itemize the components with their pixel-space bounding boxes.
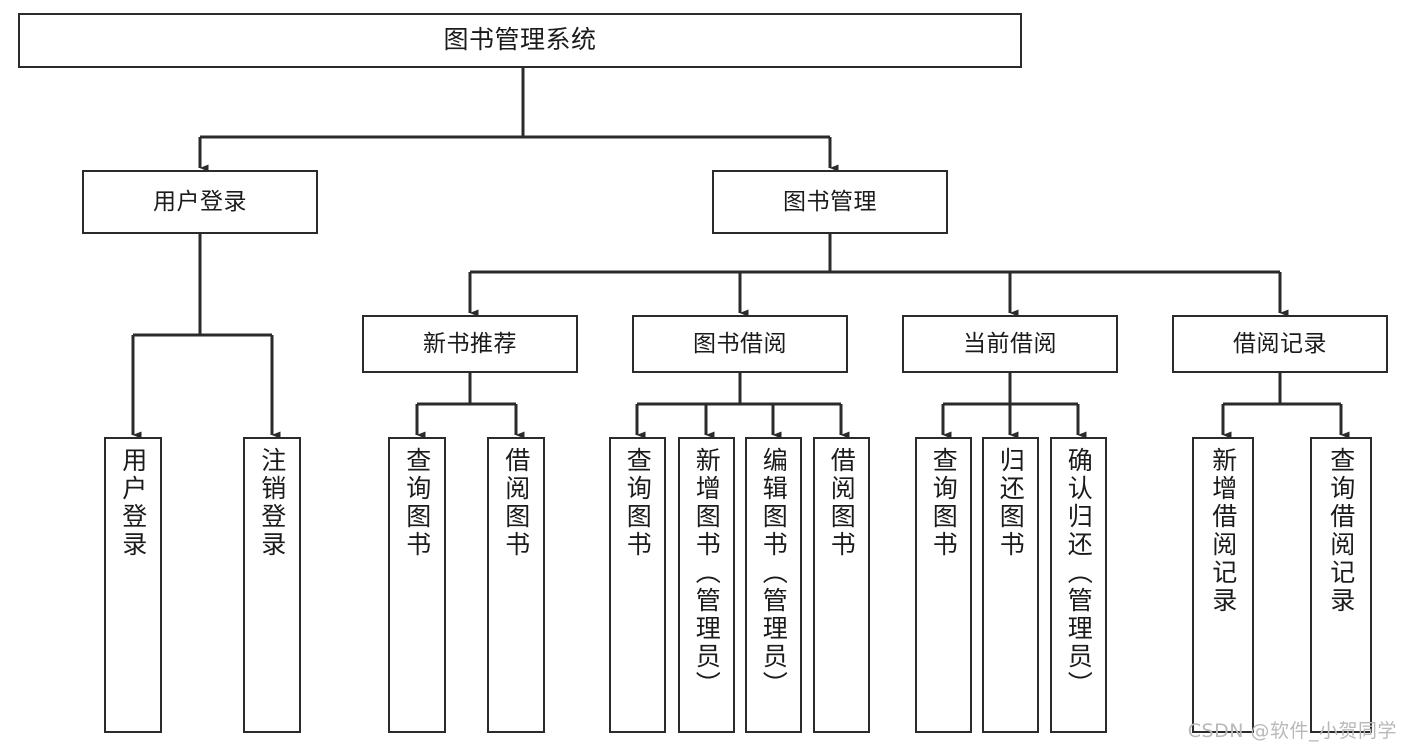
node-leaf-nbr-query-books-label: 查询图书: [402, 447, 432, 559]
node-leaf-user-login-do-label: 用户登录: [118, 447, 148, 559]
node-user-login-label: 用户登录: [153, 188, 247, 215]
node-user-login[interactable]: 用户登录: [82, 170, 318, 234]
node-leaf-cb-confirm-return-label: 确认归还（管理员）: [1064, 447, 1094, 699]
node-book-management[interactable]: 图书管理: [712, 170, 948, 234]
node-book-management-label: 图书管理: [783, 188, 877, 215]
node-leaf-bb-borrow-books[interactable]: 借阅图书: [813, 437, 870, 733]
node-root-label: 图书管理系统: [443, 25, 597, 55]
node-book-borrow[interactable]: 图书借阅: [632, 315, 848, 373]
csdn-watermark: CSDN @软件_小贺同学: [1187, 720, 1397, 742]
node-new-book-recommend-label: 新书推荐: [423, 330, 517, 357]
node-leaf-bb-add-book-label: 新增图书（管理员）: [692, 447, 722, 699]
node-current-borrow[interactable]: 当前借阅: [902, 315, 1118, 373]
node-leaf-bb-add-book[interactable]: 新增图书（管理员）: [678, 437, 735, 733]
node-leaf-nbr-borrow-books[interactable]: 借阅图书: [487, 437, 545, 733]
node-leaf-user-logout-label: 注销登录: [257, 447, 287, 559]
node-leaf-br-add-record[interactable]: 新增借阅记录: [1192, 437, 1254, 733]
node-leaf-bb-query-books-label: 查询图书: [623, 447, 653, 559]
node-leaf-bb-edit-book[interactable]: 编辑图书（管理员）: [745, 437, 802, 733]
node-leaf-br-query-record-label: 查询借阅记录: [1326, 447, 1356, 615]
node-root-system[interactable]: 图书管理系统: [18, 13, 1022, 68]
node-leaf-user-logout[interactable]: 注销登录: [243, 437, 301, 733]
node-leaf-bb-borrow-books-label: 借阅图书: [827, 447, 857, 559]
node-leaf-br-query-record[interactable]: 查询借阅记录: [1310, 437, 1372, 733]
node-leaf-br-add-record-label: 新增借阅记录: [1208, 447, 1238, 615]
node-leaf-cb-query-books-label: 查询图书: [929, 447, 959, 559]
node-leaf-cb-return-books-label: 归还图书: [996, 447, 1026, 559]
node-leaf-cb-return-books[interactable]: 归还图书: [982, 437, 1039, 733]
node-leaf-bb-edit-book-label: 编辑图书（管理员）: [759, 447, 789, 699]
node-leaf-bb-query-books[interactable]: 查询图书: [609, 437, 666, 733]
node-leaf-cb-confirm-return[interactable]: 确认归还（管理员）: [1050, 437, 1107, 733]
node-new-book-recommend[interactable]: 新书推荐: [362, 315, 578, 373]
node-current-borrow-label: 当前借阅: [963, 330, 1057, 357]
node-leaf-user-login-do[interactable]: 用户登录: [104, 437, 162, 733]
node-leaf-nbr-query-books[interactable]: 查询图书: [388, 437, 446, 733]
node-leaf-nbr-borrow-books-label: 借阅图书: [501, 447, 531, 559]
node-borrow-records-label: 借阅记录: [1233, 330, 1327, 357]
node-borrow-records[interactable]: 借阅记录: [1172, 315, 1388, 373]
node-leaf-cb-query-books[interactable]: 查询图书: [915, 437, 972, 733]
node-book-borrow-label: 图书借阅: [693, 330, 787, 357]
